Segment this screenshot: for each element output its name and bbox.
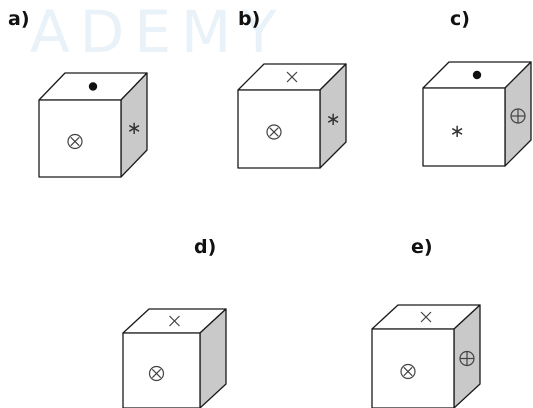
cube-d-front-circle-x-icon	[148, 365, 165, 382]
cube-c-front-face	[422, 87, 506, 167]
cube-option-a[interactable]: ∗	[38, 72, 148, 178]
option-label-d: d)	[194, 236, 216, 258]
option-label-c: c)	[450, 8, 470, 30]
watermark-text: ADEMY	[30, 0, 286, 66]
cube-e-front-face	[371, 328, 455, 408]
option-label-e: e)	[411, 236, 433, 258]
cube-c-side-circle-plus-icon	[510, 108, 526, 124]
cube-b-front-face	[237, 89, 321, 169]
cube-c-front-asterisk-icon: ∗	[449, 121, 464, 142]
cube-d-top-cross-icon	[169, 315, 180, 327]
cube-option-d[interactable]	[122, 308, 227, 408]
cube-a-side-asterisk-icon: ∗	[126, 118, 141, 139]
cube-b-top-cross-icon	[286, 71, 298, 83]
svg-text:∗: ∗	[325, 109, 340, 130]
option-label-b: b)	[238, 8, 260, 30]
cube-option-b[interactable]: ∗	[237, 63, 347, 169]
cube-c-top-dot-icon	[472, 70, 482, 80]
cube-d-front-face	[122, 332, 201, 408]
cube-e-side-circle-plus-icon	[459, 350, 475, 367]
svg-text:∗: ∗	[126, 118, 141, 139]
cube-a-top-dot-icon	[88, 82, 98, 91]
option-label-a: a)	[8, 8, 30, 30]
cube-b-side-asterisk-icon: ∗	[325, 109, 340, 130]
cube-a-front-face	[38, 99, 122, 178]
cube-a-front-circle-x-icon	[67, 133, 83, 150]
cube-option-e[interactable]	[371, 304, 481, 408]
cube-e-front-circle-x-icon	[400, 363, 416, 380]
svg-text:∗: ∗	[449, 121, 464, 142]
cube-e-top-cross-icon	[420, 311, 432, 323]
cube-option-c[interactable]: ∗	[422, 61, 532, 167]
cube-b-front-circle-x-icon	[266, 124, 282, 140]
